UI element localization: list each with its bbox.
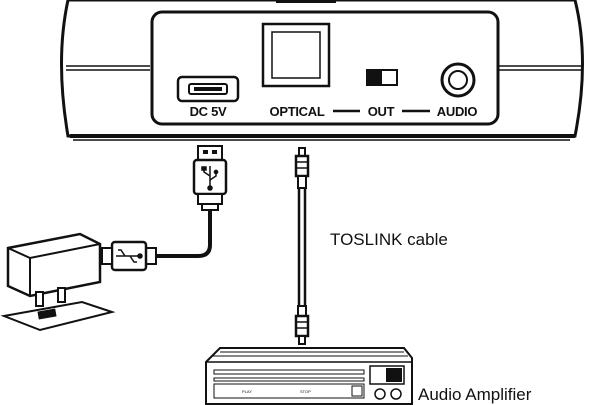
audio-label: AUDIO [437,104,478,119]
toslink-cable [296,148,308,344]
dc-5v-label: DC 5V [190,104,227,119]
toslink-cable-label: TOSLINK cable [330,230,448,249]
usb-cable [156,210,210,256]
audio-jack [442,64,474,96]
out-switch [367,70,397,85]
amplifier-stop-label: STOP [300,389,311,394]
usb-plug-vertical [194,146,226,210]
out-label: OUT [368,104,395,119]
amplifier-knob-left [375,389,385,399]
power-adapter [4,234,112,330]
amplifier-knob-right [391,389,401,399]
audio-amplifier-label: Audio Amplifier [418,385,532,404]
port-panel: DC 5V OPTICAL OUT AUDIO [152,12,498,124]
optical-label: OPTICAL [270,104,325,119]
audio-amplifier: PLAY STOP [206,348,412,404]
dc-5v-port [178,77,238,101]
usb-plug-horizontal [102,242,156,270]
amplifier-play-label: PLAY [242,389,252,394]
optical-port [263,24,329,86]
